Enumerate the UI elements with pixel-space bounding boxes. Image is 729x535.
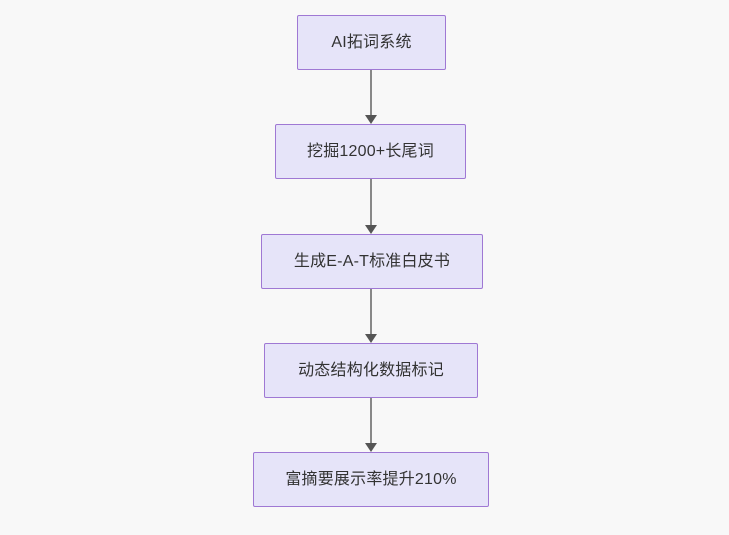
- flowchart-node-dynamic-structured-data-markup[interactable]: 动态结构化数据标记: [264, 343, 478, 398]
- flowchart-node-label: 生成E-A-T标准白皮书: [293, 252, 451, 270]
- edge-line: [370, 289, 372, 334]
- flowchart-node-rich-snippet-impression-lift[interactable]: 富摘要展示率提升210%: [253, 452, 489, 507]
- flowchart-node-generate-eat-whitepaper[interactable]: 生成E-A-T标准白皮书: [261, 234, 483, 289]
- flowchart-node-label: AI拓词系统: [331, 33, 412, 51]
- edge-arrowhead: [365, 115, 377, 124]
- edge-line: [370, 179, 372, 225]
- edge-arrowhead: [365, 443, 377, 452]
- edge-line: [370, 70, 372, 115]
- edge-arrowhead: [365, 225, 377, 234]
- flowchart-node-label: 富摘要展示率提升210%: [285, 470, 457, 488]
- flowchart-node-label: 挖掘1200+长尾词: [307, 142, 434, 160]
- edge-arrowhead: [365, 334, 377, 343]
- edge-line: [370, 398, 372, 443]
- flowchart-node-ai-keyword-system[interactable]: AI拓词系统: [297, 15, 446, 70]
- flowchart-node-label: 动态结构化数据标记: [298, 361, 444, 379]
- flowchart-node-mine-longtail-keywords[interactable]: 挖掘1200+长尾词: [275, 124, 466, 179]
